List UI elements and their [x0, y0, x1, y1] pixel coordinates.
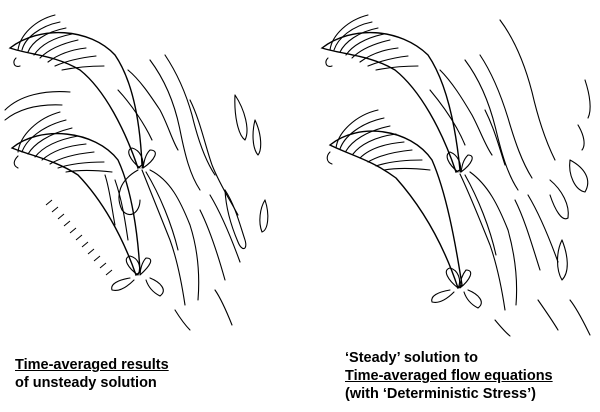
wake-contours	[429, 19, 591, 337]
lower-blade	[328, 130, 463, 290]
leading-edge-fans	[4, 14, 113, 173]
steady-contour-plot	[300, 0, 600, 340]
right-caption: ‘Steady’ solution to Time-averaged flow …	[345, 349, 553, 403]
leading-edge-fans	[325, 14, 431, 171]
right-caption-line3: (with ‘Deterministic Stress’)	[345, 386, 536, 402]
left-caption-line2: of unsteady solution	[15, 375, 157, 391]
left-caption: Time-averaged results of unsteady soluti…	[15, 356, 169, 392]
right-caption-line2: Time-averaged flow equations	[345, 368, 553, 384]
blade-profiles	[8, 31, 143, 277]
left-caption-line1: Time-averaged results	[15, 357, 169, 373]
upper-blade	[8, 31, 143, 170]
periodic-boundary-ticks	[45, 199, 113, 276]
contour-figure-right	[320, 14, 591, 337]
right-caption-line1: ‘Steady’ solution to	[345, 350, 478, 366]
contour-figure-left	[4, 14, 269, 331]
unsteady-contour-plot	[0, 0, 300, 340]
wake-contours	[104, 54, 269, 331]
